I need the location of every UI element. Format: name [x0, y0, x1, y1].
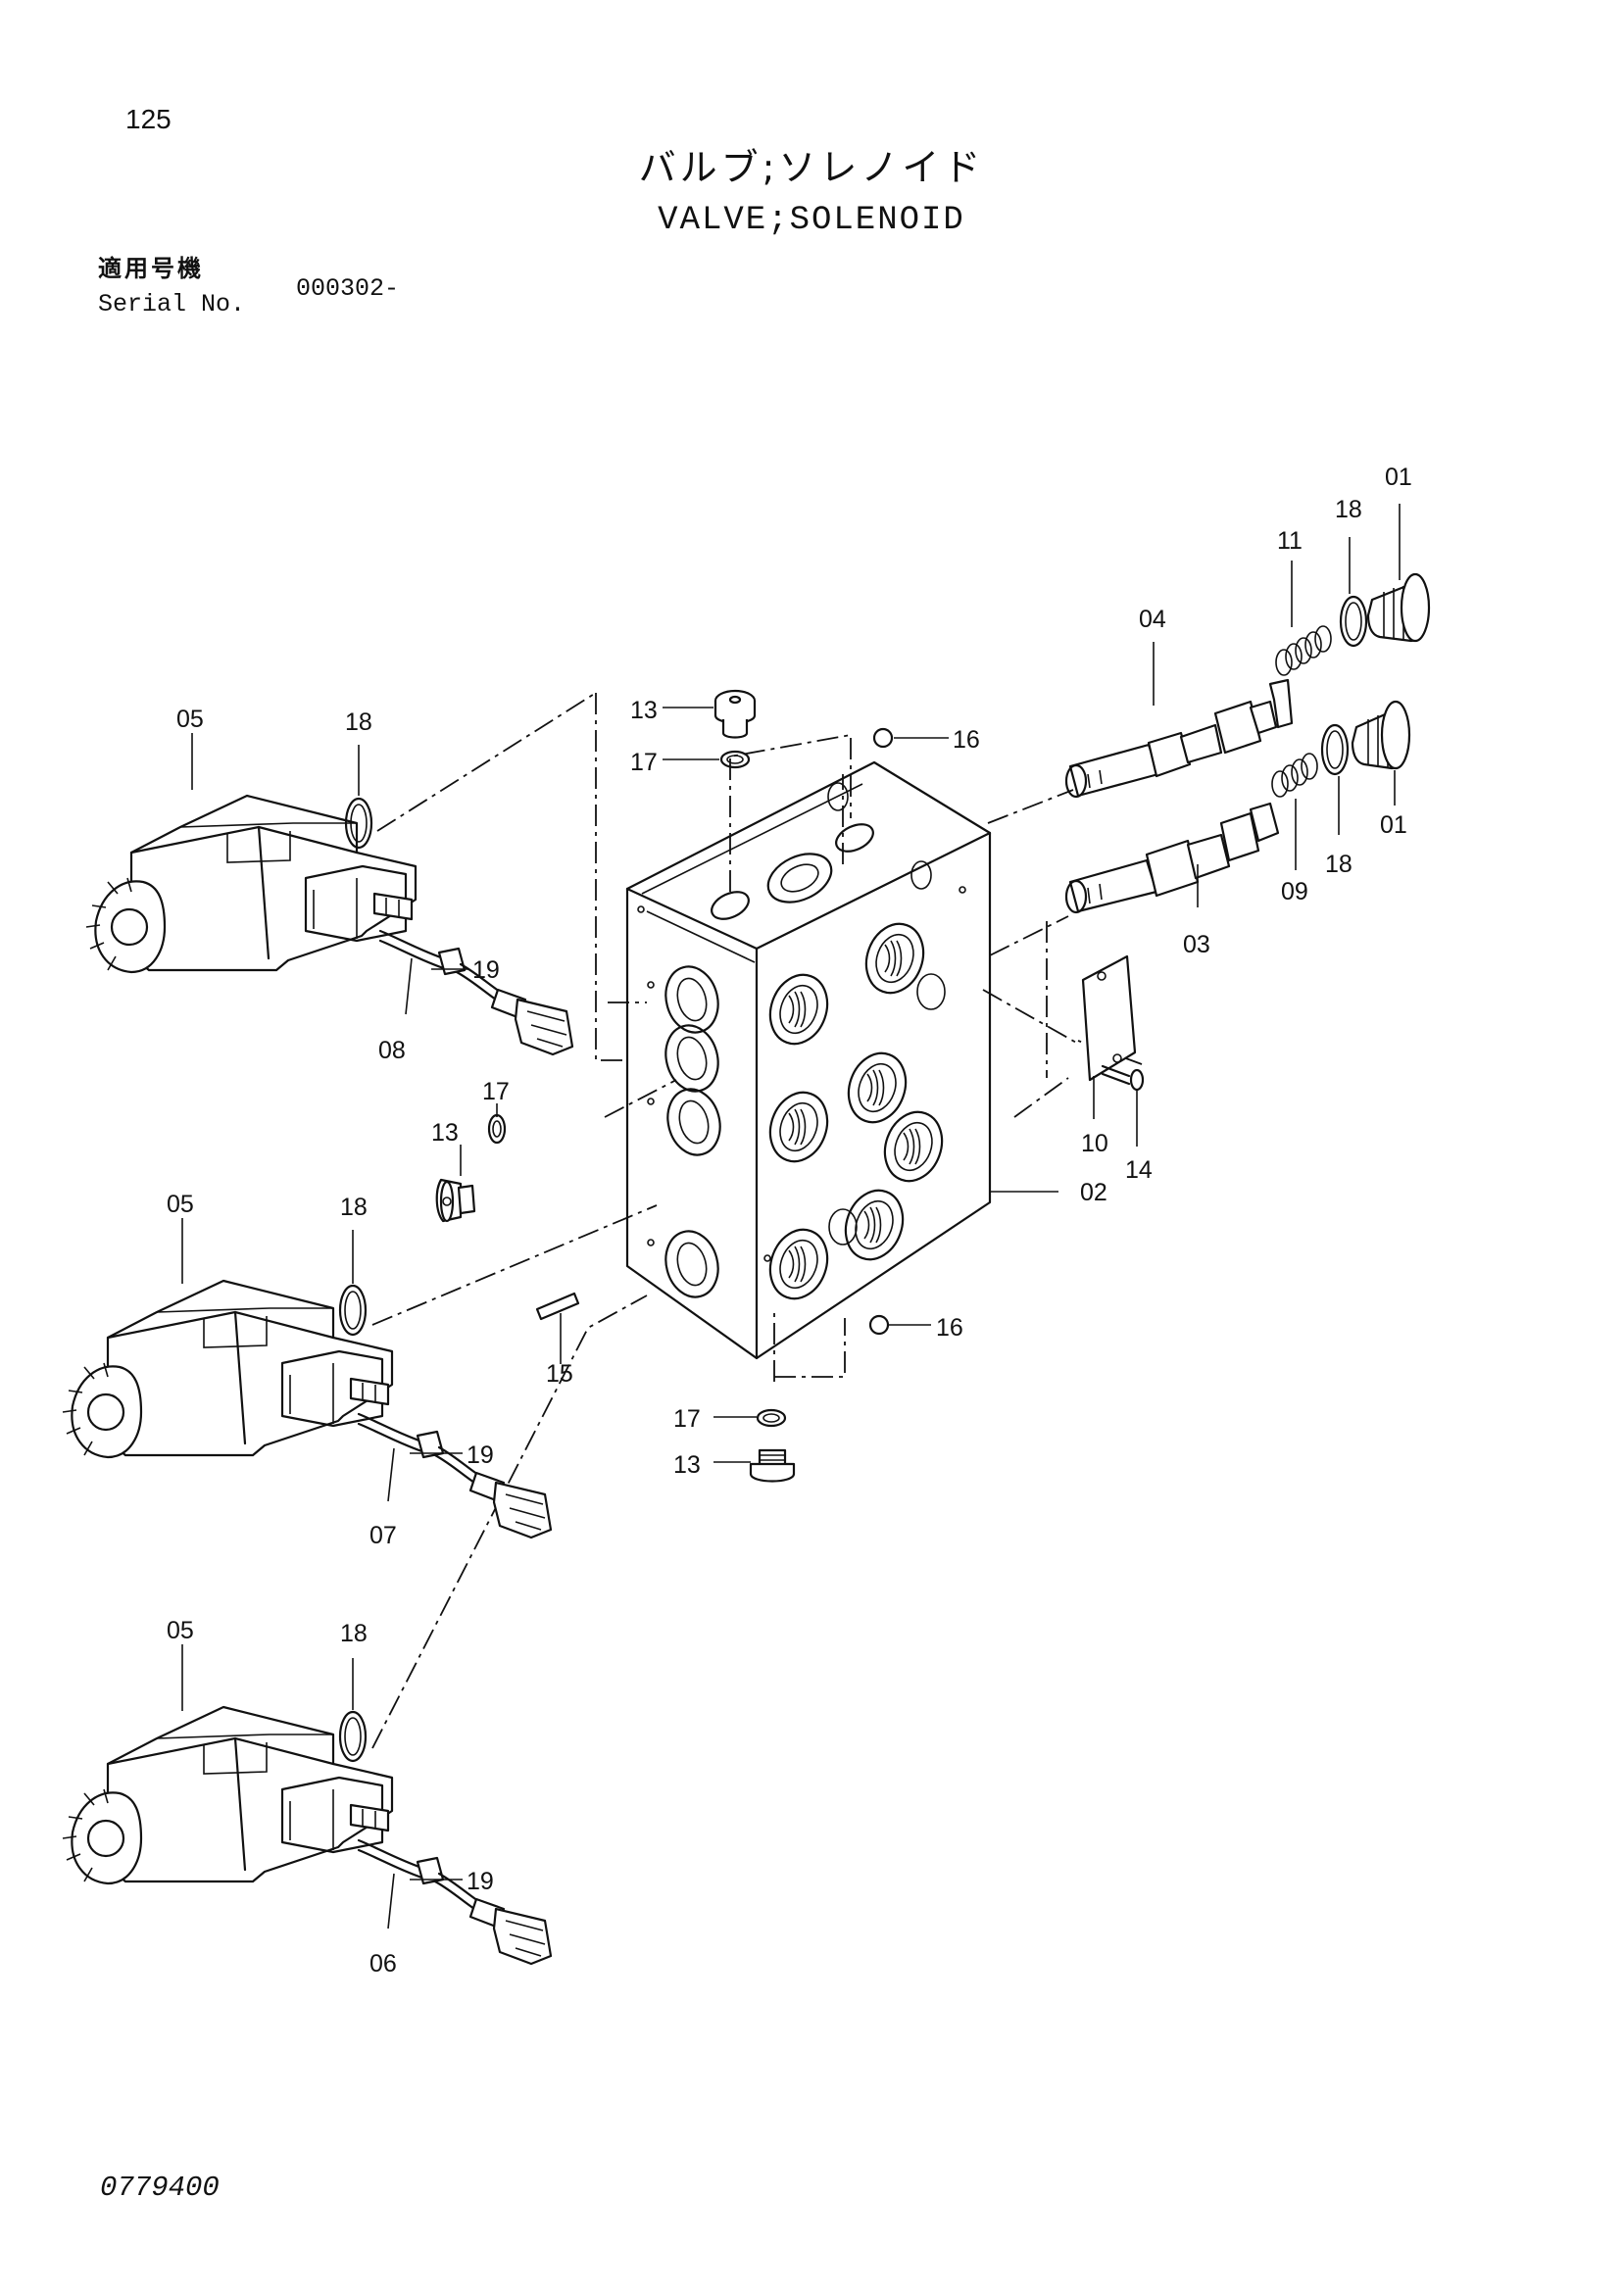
callout-09: 09 [1281, 878, 1308, 905]
ball-16-top [872, 727, 894, 749]
callout-10: 10 [1081, 1130, 1108, 1157]
callout-02: 02 [1080, 1179, 1107, 1206]
assembly-centerlines [371, 692, 1143, 1749]
plug-01-upper [1366, 572, 1431, 643]
spring-11 [1275, 625, 1332, 676]
page-number: 125 [125, 104, 172, 134]
callout-14: 14 [1125, 1156, 1153, 1184]
solenoid-05-middle [61, 1279, 553, 1539]
screw-14 [1101, 1064, 1145, 1092]
callout-16: 16 [936, 1314, 963, 1342]
callout-18: 18 [340, 1194, 368, 1221]
oring-18-upper-right [1339, 595, 1368, 648]
callout-05: 05 [176, 706, 204, 733]
callout-11: 11 [1277, 527, 1303, 555]
callout-04: 04 [1139, 606, 1166, 633]
plug-13-bottom [749, 1448, 796, 1483]
oring-17-top [719, 750, 751, 769]
callout-15: 15 [546, 1360, 573, 1388]
pin-15 [535, 1292, 580, 1321]
callout-18: 18 [1335, 496, 1362, 523]
oring-17-side [487, 1113, 507, 1145]
serial-label-english: Serial No. [98, 290, 246, 318]
callout-17: 17 [673, 1405, 701, 1433]
callout-18: 18 [345, 708, 372, 736]
solenoid-05-top [84, 794, 574, 1056]
callout-08: 08 [378, 1037, 406, 1064]
callout-06: 06 [369, 1950, 397, 1978]
callout-19: 19 [472, 956, 500, 984]
callout-05: 05 [167, 1191, 194, 1218]
document-number: 0779400 [100, 2172, 220, 2204]
callout-03: 03 [1183, 931, 1210, 958]
title-japanese: バルブ;ソレノイド [638, 146, 985, 189]
spring-09 [1271, 753, 1318, 798]
callout-19: 19 [467, 1868, 494, 1895]
callout-05: 05 [167, 1617, 194, 1644]
callout-13: 13 [673, 1451, 701, 1479]
serial-label-japanese: 適用号機 [98, 255, 204, 282]
plug-01-lower [1351, 700, 1411, 770]
callout-13: 13 [431, 1119, 459, 1147]
spool-04 [1064, 678, 1294, 799]
part-callouts: 01 01 02 03 04 05 05 05 06 07 08 09 10 1… [167, 464, 1412, 1978]
callout-07: 07 [369, 1522, 397, 1549]
plate-10 [1081, 954, 1137, 1082]
ball-16-bottom [868, 1314, 890, 1336]
callout-17: 17 [630, 749, 658, 776]
callout-19: 19 [467, 1441, 494, 1469]
callout-16: 16 [953, 726, 980, 754]
serial-number-value: 000302- [296, 274, 400, 303]
valve-body [625, 760, 992, 1360]
callout-01: 01 [1380, 811, 1407, 839]
spool-03 [1064, 802, 1280, 914]
callout-17: 17 [482, 1078, 510, 1105]
callout-01: 01 [1385, 464, 1412, 491]
leader-lines [181, 504, 1401, 1930]
oring-17-bottom [756, 1408, 787, 1428]
plug-13-top [713, 689, 757, 739]
callout-18: 18 [1325, 851, 1352, 878]
solenoid-05-bottom [61, 1705, 553, 1966]
callout-13: 13 [630, 697, 658, 724]
plug-13-side [435, 1178, 476, 1223]
oring-18-lower-right [1320, 723, 1350, 776]
title-english: VALVE;SOLENOID [658, 202, 965, 239]
callout-18: 18 [340, 1620, 368, 1647]
